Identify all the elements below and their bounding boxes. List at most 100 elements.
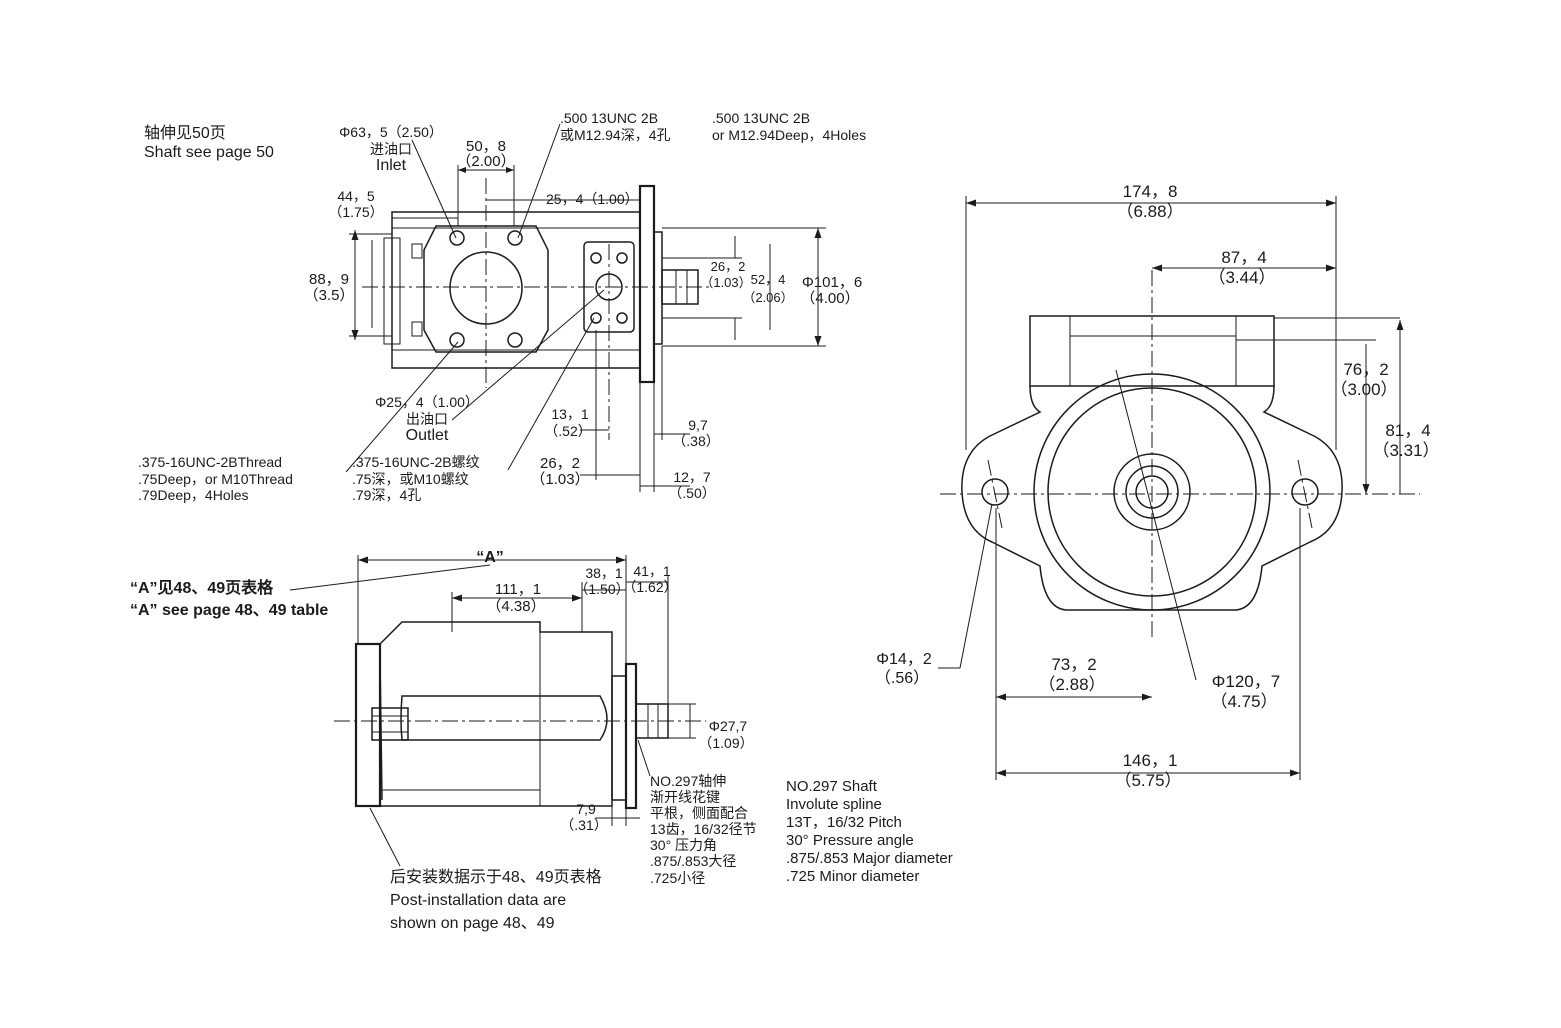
post-installation-note: 后安装数据示于48、49页表格 Post-installation data a…	[390, 866, 602, 936]
dim-44-5: 44，5	[337, 188, 375, 204]
mounting-flange	[638, 184, 656, 384]
dim-9-7-in: （.38）	[672, 433, 719, 449]
dimension-labels: 50，8 （2.00） 44，5 （1.75） 25，4（1.00） 88，9 …	[304, 138, 1440, 833]
dim-81-4: 81，4	[1385, 421, 1430, 440]
dim-12-7: 12，7	[673, 469, 711, 485]
outlet-thread-cn-line: .75深，或M10螺纹	[352, 470, 469, 487]
inlet-bolt-hole	[507, 332, 523, 348]
dim-81-4-in: （3.31）	[1372, 441, 1439, 460]
mounting-hole	[1291, 478, 1319, 506]
shaft-cn-line: 30° 压力角	[650, 837, 718, 854]
shaft-cn-line: .875/.853大径	[650, 853, 737, 870]
outlet-bolt-hole	[616, 312, 628, 324]
dim-146-1: 146，1	[1123, 751, 1178, 770]
post-install-en1: Post-installation data are	[390, 892, 567, 910]
inlet-note: Φ63，5（2.50） 进油口 Inlet	[318, 124, 464, 174]
side-mounting-flange	[624, 662, 638, 810]
dim-174-8: 174，8	[1123, 182, 1178, 201]
outlet-diameter: Φ25，4（1.00）	[375, 394, 479, 410]
dim-41-1: 41，1	[633, 563, 671, 579]
dim-50-8: 50，8	[466, 138, 506, 155]
top-view	[345, 123, 826, 492]
shaft-en-line: .725 Minor diameter	[786, 868, 920, 885]
shaft-en-line: NO.297 Shaft	[786, 778, 877, 795]
shaft-spec-note-cn: NO.297轴伸 渐开线花键 平根，侧面配合 13齿，16/32径节 30° 压…	[650, 773, 757, 886]
dim-12-7-in: （.50）	[668, 485, 715, 501]
outlet-thread-cn-line: .79深，4孔	[352, 487, 422, 504]
dim-50-8-in: （2.00）	[456, 153, 515, 170]
outlet-label-cn: 出油口	[406, 410, 448, 427]
dim-9-7: 9,7	[688, 417, 708, 433]
dim-27-7: Φ27,7	[709, 718, 748, 734]
outlet-thread-en-line: .79Deep，4Holes	[138, 487, 249, 504]
inlet-bolt-hole	[449, 332, 465, 348]
a-ref-en: “A” see page 48、49 table	[130, 602, 329, 620]
outlet-bolt-hole	[590, 312, 602, 324]
post-install-en2: shown on page 48、49	[390, 915, 555, 933]
dim-73-2: 73，2	[1051, 655, 1096, 674]
inlet-thread-note-en: .500 13UNC 2B or M12.94Deep，4Holes	[712, 110, 866, 144]
dim-146-1-in: （5.75）	[1114, 771, 1181, 790]
dim-38-1-in: （1.50）	[574, 581, 629, 597]
dim-27-7-in: （1.09）	[698, 735, 753, 751]
outlet-thread-en-line: .375-16UNC-2BThread	[138, 454, 282, 470]
outlet-thread-note-en: .375-16UNC-2BThread .75Deep，or M10Thread…	[138, 454, 293, 504]
dim-120-7: Φ120，7	[1212, 672, 1280, 691]
dim-26-2-outlet: 26，2	[540, 455, 580, 472]
dim-14-2: Φ14，2	[876, 651, 932, 668]
dim-25-4: 25，4（1.00）	[546, 191, 639, 207]
outlet-label-en: Outlet	[405, 426, 449, 444]
dim-38-1: 38，1	[585, 565, 623, 581]
internal-cartridge	[400, 695, 608, 741]
outlet-bolt-hole	[616, 252, 628, 264]
pump-housing	[379, 621, 613, 807]
shaft-en-line: 30° Pressure angle	[786, 832, 914, 849]
dim-87-4: 87，4	[1221, 248, 1266, 267]
dim-73-2-in: （2.88）	[1038, 675, 1105, 694]
dim-111-1: 111，1	[495, 581, 541, 598]
dim-52-4: 52，4	[751, 272, 786, 287]
outlet-thread-en-line: .75Deep，or M10Thread	[138, 470, 293, 487]
inlet-thread-cn-line: .500 13UNC 2B	[560, 110, 659, 126]
outlet-bolt-hole	[590, 252, 602, 264]
a-ref-cn: “A”见48、49页表格	[130, 580, 274, 597]
shaft-ref-cn: 轴伸见50页	[144, 125, 226, 142]
inlet-thread-en-line: or M12.94Deep，4Holes	[712, 126, 867, 143]
shaft-cn-line: 平根，侧面配合	[650, 805, 748, 822]
pump-body-outline	[391, 211, 641, 369]
dim-76-2: 76，2	[1343, 360, 1388, 379]
dim-120-7-in: （4.75）	[1210, 692, 1277, 711]
dim-44-5-in: （1.75）	[328, 204, 383, 220]
body-rear-step	[383, 237, 401, 345]
dim-13-1: 13，1	[551, 406, 589, 422]
dim-26-2: 26，2	[711, 259, 746, 274]
mounting-hole	[981, 478, 1009, 506]
inlet-label-cn: 进油口	[370, 140, 412, 157]
arrowheads	[351, 167, 1404, 777]
inlet-thread-en-line: .500 13UNC 2B	[712, 110, 811, 126]
outlet-thread-note-cn: .375-16UNC-2B螺纹 .75深，或M10螺纹 .79深，4孔	[352, 454, 480, 504]
dim-76-2-in: （3.00）	[1330, 380, 1397, 399]
side-view	[289, 555, 706, 867]
front-view	[938, 196, 1420, 780]
rear-plug	[371, 707, 409, 741]
dim-52-4-in: （2.06）	[742, 290, 793, 305]
shaft-cn-line: 13齿，16/32径节	[650, 821, 757, 838]
inlet-bolt-hole	[507, 230, 523, 246]
outlet-note: Φ25，4（1.00） 出油口 Outlet	[360, 394, 494, 444]
shaft-cn-line: .725小径	[650, 869, 706, 886]
dim-111-1-in: （4.38）	[486, 598, 545, 615]
inlet-thread-cn-line: 或M12.94深，4孔	[560, 126, 671, 143]
dim-14-2-in: （.56）	[875, 669, 929, 687]
dim-26-2-in: （1.03）	[700, 275, 751, 290]
inlet-thread-note-cn: .500 13UNC 2B 或M12.94深，4孔	[560, 110, 670, 144]
shaft-cn-line: NO.297轴伸	[650, 773, 727, 789]
dim-88-9: 88，9	[309, 271, 349, 288]
a-reference-note: “A”见48、49页表格 “A” see page 48、49 table	[130, 578, 328, 623]
shaft-spec-note-en: NO.297 Shaft Involute spline 13T，16/32 P…	[786, 778, 953, 886]
inlet-port-pad	[423, 225, 549, 353]
shaft-cn-line: 渐开线花键	[650, 789, 720, 806]
shaft-en-line: .875/.853 Major diameter	[786, 850, 953, 867]
